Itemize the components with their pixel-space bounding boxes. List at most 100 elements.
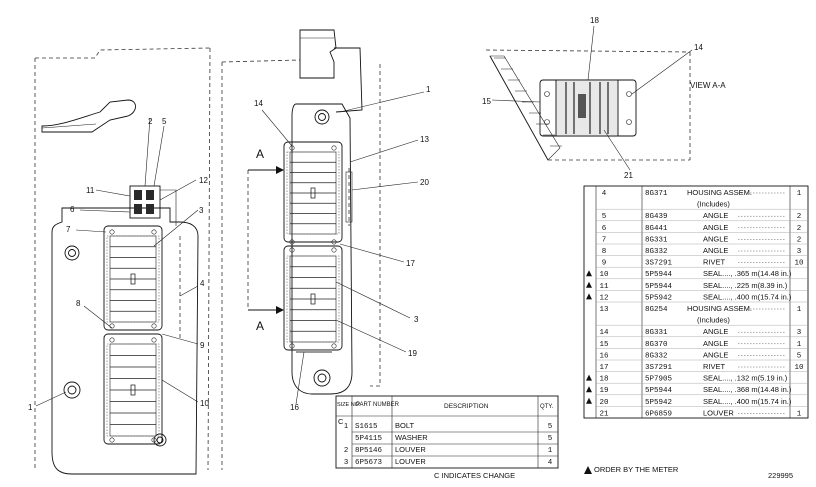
change-note: C INDICATES CHANGE bbox=[434, 471, 515, 480]
row-number: 4 bbox=[602, 190, 607, 198]
callout-left-9: 9 bbox=[200, 341, 205, 350]
row-description: ANGLE bbox=[703, 327, 728, 336]
row-quantity: 5 bbox=[548, 423, 553, 431]
row-number: 12 bbox=[599, 294, 608, 302]
row-description: ANGLE bbox=[703, 223, 728, 232]
row-description: HOUSING ASSEM. bbox=[687, 304, 752, 313]
callout-view-15: 15 bbox=[482, 97, 491, 106]
row-number: 20 bbox=[599, 399, 609, 407]
row-part-number: 6P6859 bbox=[645, 410, 672, 418]
callout-left-6: 6 bbox=[70, 205, 75, 214]
row-quantity: 2 bbox=[797, 213, 802, 221]
change-marker: C bbox=[338, 417, 344, 426]
view-title: VIEW A-A bbox=[690, 81, 726, 90]
parts-row: 21 6P6859 LOUVER 1 bbox=[596, 406, 808, 418]
row-description: ANGLE bbox=[703, 246, 728, 255]
row-quantity: 4 bbox=[548, 459, 553, 467]
row-description: LOUVER bbox=[703, 408, 734, 417]
meter-order-icon bbox=[586, 397, 592, 404]
callout-center-20: 20 bbox=[420, 178, 429, 187]
row-number: 13 bbox=[599, 306, 609, 314]
row-number: 21 bbox=[599, 410, 609, 418]
row-description: ANGLE bbox=[703, 339, 728, 348]
row-description: SEAL...., .400 m(15.74 in.) bbox=[703, 397, 792, 406]
callout-center-13: 13 bbox=[420, 135, 429, 144]
meter-order-icon bbox=[586, 281, 592, 288]
row-part-number: 5P5944 bbox=[645, 283, 673, 291]
louver-tab bbox=[130, 384, 136, 396]
meter-order-icon bbox=[586, 293, 592, 300]
row-quantity: 1 bbox=[797, 410, 802, 418]
callout-view-18: 18 bbox=[590, 16, 599, 25]
row-part-number: 5P7905 bbox=[645, 376, 673, 384]
callout-left-8: 8 bbox=[76, 299, 81, 308]
row-description: SEAL...., .365 m(14.48 in.) bbox=[703, 269, 792, 278]
row-number: 18 bbox=[599, 376, 608, 384]
parts-row: (Includes) bbox=[697, 200, 730, 209]
row-description: ANGLE bbox=[703, 211, 728, 220]
row-description: (Includes) bbox=[697, 200, 730, 209]
row-quantity: 5 bbox=[797, 352, 802, 360]
row-number: 3 bbox=[344, 457, 348, 466]
row-part-number: 3S7291 bbox=[645, 260, 673, 268]
louver-seal bbox=[286, 151, 340, 235]
view-a-a bbox=[485, 25, 693, 171]
section-label-a-top: A bbox=[256, 147, 264, 161]
row-part-number: 8G439 bbox=[645, 213, 668, 221]
row-quantity: 2 bbox=[797, 236, 802, 244]
callout-center-3: 3 bbox=[414, 315, 419, 324]
callout-labels: 2 5 11 12 6 3 7 4 8 9 1 10 14 1 13 20 17… bbox=[28, 16, 726, 412]
row-part-number: 3S7291 bbox=[645, 364, 673, 372]
order-note: ORDER BY THE METER bbox=[594, 465, 679, 474]
row-quantity: 5 bbox=[548, 435, 553, 443]
bottom-parts-table bbox=[335, 395, 559, 469]
row-description: (Includes) bbox=[697, 316, 730, 325]
row-number: 14 bbox=[599, 329, 609, 337]
row-description: LOUVER bbox=[395, 457, 426, 466]
row-number: 2 bbox=[344, 445, 348, 454]
section-label-a-bottom: A bbox=[256, 319, 264, 333]
drawing-number: 229995 bbox=[768, 471, 793, 480]
header-size-no: SIZE NO. bbox=[337, 402, 361, 408]
callout-left-10: 10 bbox=[200, 399, 209, 408]
row-quantity: 10 bbox=[794, 260, 804, 268]
meter-order-icon bbox=[586, 270, 592, 277]
callout-center-1: 1 bbox=[426, 85, 431, 94]
row-quantity: 1 bbox=[797, 306, 802, 314]
row-number: 19 bbox=[599, 387, 608, 395]
header-description: DESCRIPTION bbox=[444, 403, 489, 410]
row-part-number: 8G332 bbox=[645, 352, 668, 360]
row-quantity: 1 bbox=[797, 190, 802, 198]
row-quantity: 1 bbox=[548, 447, 553, 455]
row-description: BOLT bbox=[395, 421, 414, 430]
callout-left-5: 5 bbox=[162, 117, 167, 126]
view-slat-center bbox=[578, 94, 586, 118]
callout-view-14: 14 bbox=[694, 43, 703, 52]
row-description: LOUVER bbox=[395, 445, 426, 454]
row-number: 11 bbox=[599, 283, 609, 291]
row-part-number: 8G332 bbox=[645, 248, 668, 256]
row-quantity: 1 bbox=[797, 341, 802, 349]
header-qty: QTY. bbox=[540, 404, 554, 410]
row-part-number: 5P5942 bbox=[645, 294, 672, 302]
row-number: 7 bbox=[602, 236, 607, 244]
callout-left-3: 3 bbox=[199, 206, 204, 215]
row-number: 1 bbox=[344, 421, 348, 430]
